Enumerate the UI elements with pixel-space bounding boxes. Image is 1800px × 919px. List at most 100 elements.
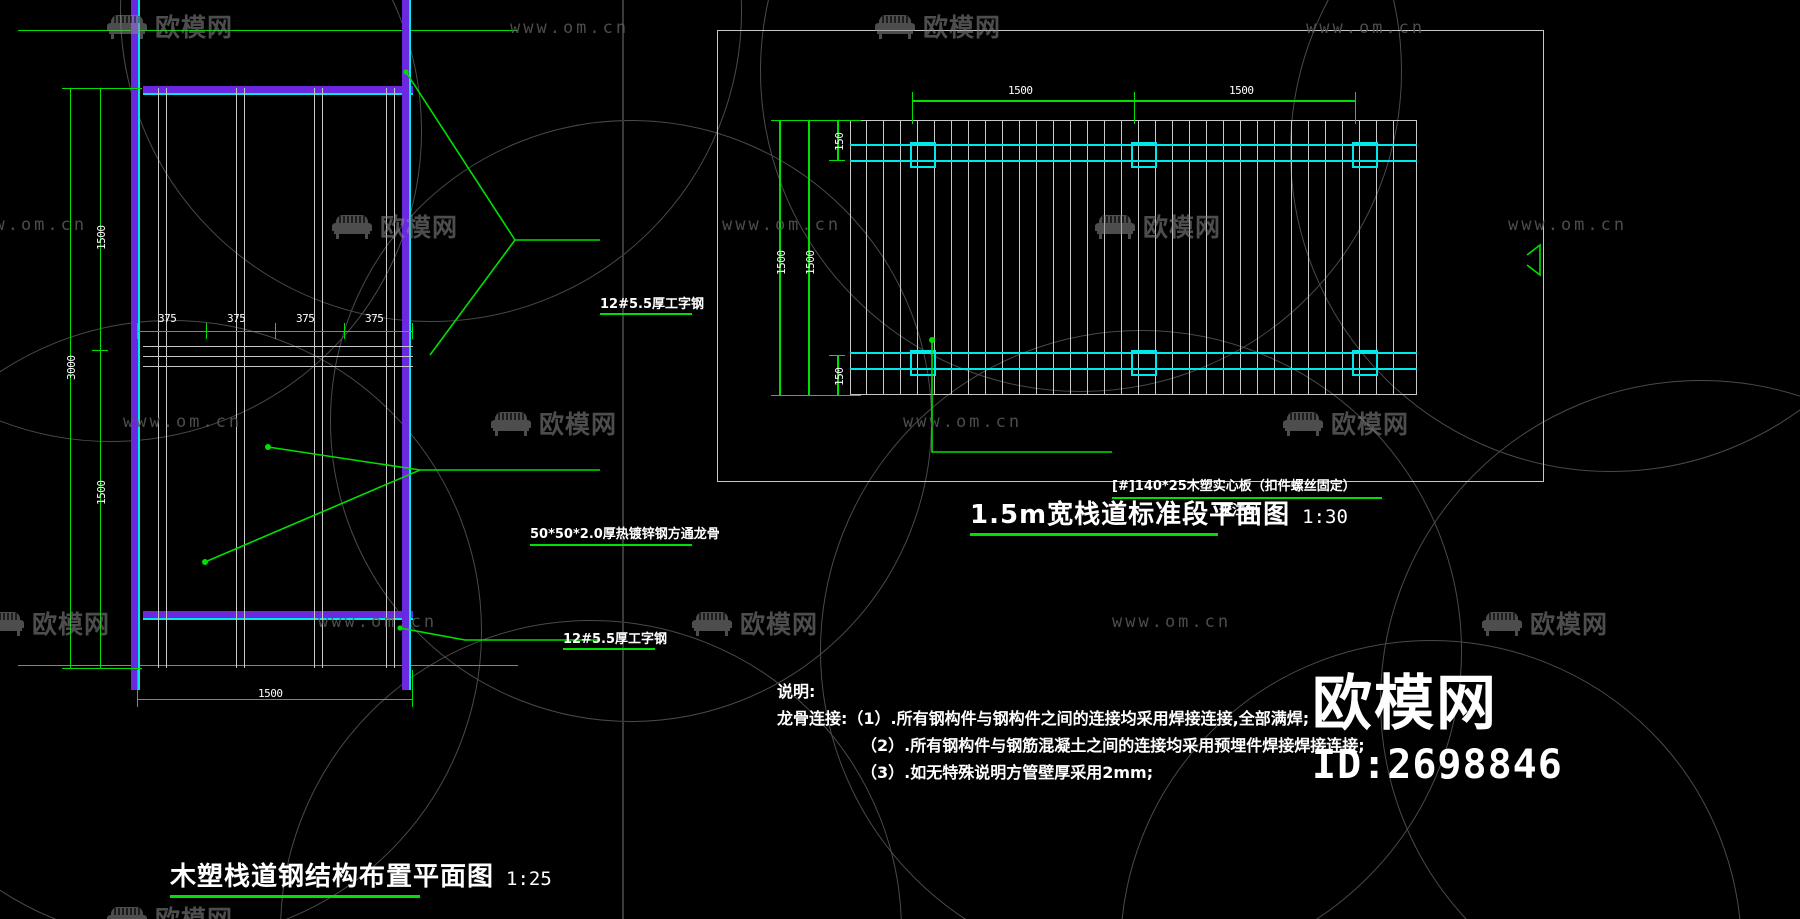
- deck-plank: [1376, 120, 1377, 395]
- dimension-tick: [412, 323, 413, 339]
- watermark-logo-text: 欧模网: [539, 410, 618, 439]
- dimension-line-left-outer: [779, 120, 781, 395]
- watermark-url: www.om.cn: [123, 412, 243, 432]
- joist-line: [244, 88, 245, 668]
- sofa-icon: [107, 15, 147, 39]
- watermark-url: www.om.cn: [903, 412, 1023, 432]
- joist-cyan-bottom: [850, 352, 1417, 354]
- joist-line: [314, 88, 315, 668]
- watermark-url: www.om.cn: [1112, 612, 1232, 632]
- extension-line: [912, 100, 913, 124]
- dimension-value-150-top: 150: [833, 132, 846, 151]
- deck-plank: [1325, 120, 1326, 395]
- watermark-logo: 欧模网: [105, 8, 233, 44]
- deck-plank: [1291, 120, 1292, 395]
- sofa-icon: [692, 612, 732, 636]
- cross-member: [143, 356, 413, 357]
- watermark-url: www.om.cn: [0, 215, 88, 235]
- watermark-url: www.om.cn: [722, 215, 842, 235]
- leader-underline-beam-top: [600, 313, 692, 315]
- right-drawing-title: 1.5m宽栈道标准段平面图 1:30: [970, 494, 1348, 536]
- label-joist: 50*50*2.0厚热镀锌钢方通龙骨: [530, 527, 720, 542]
- deck-edge-top: [850, 120, 1417, 121]
- dimension-line-vertical: [100, 88, 101, 668]
- watermark-url: www.om.cn: [1306, 18, 1426, 38]
- steel-i-beam-bottom: [143, 611, 413, 618]
- deck-plank: [1002, 120, 1003, 395]
- dimension-value-375-1: 375: [158, 312, 177, 325]
- right-title-text: 1.5m宽栈道标准段平面图: [970, 500, 1291, 530]
- watermark-logo: 欧模网: [873, 8, 1001, 44]
- deck-plank: [1087, 120, 1088, 395]
- dimension-value-375-4: 375: [365, 312, 384, 325]
- right-drawing-group: 1500 1500 1500 1500 150 150: [622, 0, 1800, 919]
- watermark-logo-text: 欧模网: [740, 610, 819, 639]
- dimension-tick: [206, 323, 207, 339]
- deck-plank: [1104, 120, 1105, 395]
- deck-plank: [1053, 120, 1054, 395]
- dimension-tick: [275, 323, 276, 339]
- dimension-value-1500-left-outer: 1500: [775, 250, 788, 276]
- dimension-value-1500-span1: 1500: [1008, 84, 1033, 97]
- notes-heading: 说明:: [777, 682, 816, 701]
- leader-lines-svg: [202, 69, 600, 641]
- construction-line: [18, 30, 518, 31]
- watermark-logo-text: 欧模网: [380, 213, 459, 242]
- watermark-logo-text: 欧模网: [32, 610, 111, 639]
- deck-plank: [1070, 120, 1071, 395]
- sofa-icon: [1482, 612, 1522, 636]
- steel-column-right-edge: [409, 0, 411, 690]
- extension-line: [1355, 100, 1356, 124]
- sofa-icon: [107, 907, 147, 919]
- left-drawing-group: 3000 1500 1500 375 375 375 375 1500: [0, 0, 720, 919]
- connection-plate: [1131, 142, 1157, 168]
- watermark-logo: 欧模网: [105, 900, 233, 919]
- sofa-icon: [491, 412, 531, 436]
- sofa-icon: [875, 15, 915, 39]
- dimension-value-1500-bottom-overall: 1500: [258, 687, 283, 700]
- deck-plank: [1359, 120, 1360, 395]
- steel-i-beam-bottom-edge: [143, 618, 413, 620]
- notes-block: 说明: 龙骨连接:（1）.所有钢构件与钢构件之间的连接均采用焊接连接,全部满焊;…: [777, 678, 1365, 786]
- dimension-line-horizontal: [137, 699, 413, 700]
- steel-i-beam-top-edge: [143, 93, 413, 95]
- deck-plank: [1189, 120, 1190, 395]
- label-deck-board: [#]140*25木塑实心板（扣件螺丝固定）: [1112, 479, 1356, 494]
- dimension-value-375-3: 375: [296, 312, 315, 325]
- drawing-frame-box: [717, 30, 1544, 482]
- extension-line: [137, 670, 138, 700]
- joist-cyan-top: [850, 144, 1417, 146]
- deck-plank: [1138, 120, 1139, 395]
- watermark-logo: 欧模网: [690, 605, 818, 641]
- dimension-tick: [829, 355, 845, 356]
- watermark-logo-text: 欧模网: [1331, 410, 1410, 439]
- right-title-scale: 1:30: [1302, 506, 1348, 528]
- joist-line: [158, 88, 159, 668]
- joist-line: [322, 88, 323, 668]
- joist-line: [386, 88, 387, 668]
- deck-plank: [934, 120, 935, 395]
- deck-plank: [951, 120, 952, 395]
- cross-member: [143, 366, 413, 367]
- watermark-logo-text: 欧模网: [155, 13, 234, 42]
- title-underline: [170, 895, 420, 898]
- connection-plate: [1352, 350, 1378, 376]
- notes-line-1: 龙骨连接:（1）.所有钢构件与钢构件之间的连接均采用焊接连接,全部满焊;: [777, 709, 1310, 728]
- deck-plank: [1274, 120, 1275, 395]
- deck-plank: [1240, 120, 1241, 395]
- deck-plank: [1036, 120, 1037, 395]
- deck-plank: [1223, 120, 1224, 395]
- sofa-icon: [1283, 412, 1323, 436]
- deck-plank: [1155, 120, 1156, 395]
- watermark-logo: 欧模网: [330, 208, 458, 244]
- label-deck-note: 未注间: [1219, 503, 1259, 518]
- deck-plank: [1342, 120, 1343, 395]
- dimension-line-vertical: [70, 88, 71, 668]
- deck-plank: [985, 120, 986, 395]
- deck-plank: [1172, 120, 1173, 395]
- dimension-value-150-bottom: 150: [833, 367, 846, 386]
- left-title-scale: 1:25: [506, 868, 552, 890]
- dimension-value-3000: 3000: [65, 355, 78, 381]
- watermark-url: www.om.cn: [510, 18, 630, 38]
- watermark-logo-text: 欧模网: [1530, 610, 1609, 639]
